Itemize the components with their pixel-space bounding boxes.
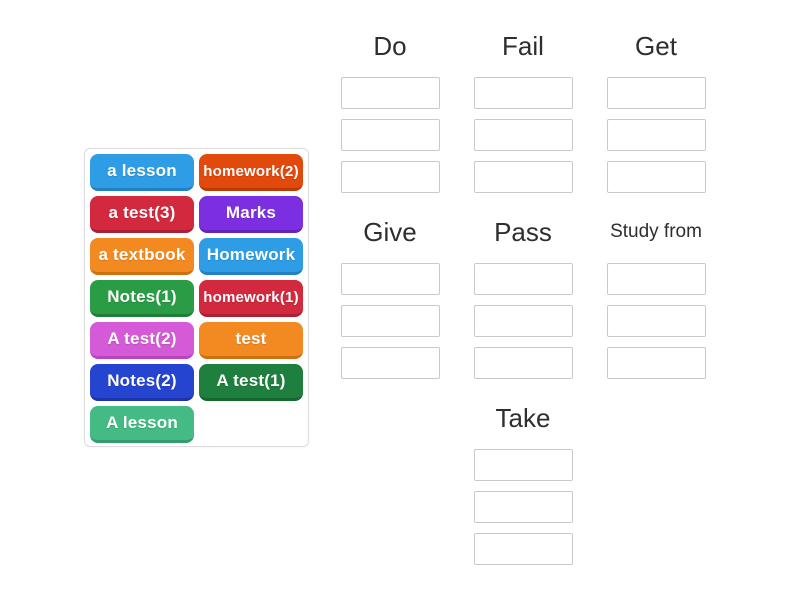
drop-slot[interactable] (340, 263, 440, 295)
tile[interactable]: a lesson (90, 154, 194, 191)
tile[interactable]: a textbook (90, 238, 194, 275)
drop-slot[interactable] (606, 119, 706, 151)
drop-slot[interactable] (473, 263, 573, 295)
drop-slot[interactable] (473, 305, 573, 337)
drop-slot[interactable] (473, 533, 573, 565)
tile[interactable]: Homework (199, 238, 303, 275)
group-header: Pass (494, 217, 552, 247)
tile[interactable]: A test(1) (199, 364, 303, 401)
tile[interactable]: homework(2) (199, 154, 303, 191)
drop-slot[interactable] (606, 347, 706, 379)
drop-slot[interactable] (473, 491, 573, 523)
drop-slot[interactable] (473, 119, 573, 151)
drop-slot[interactable] (606, 77, 706, 109)
group-do: Do (323, 30, 457, 203)
drop-slot[interactable] (473, 161, 573, 193)
tile[interactable]: Notes(2) (90, 364, 194, 401)
group-header: Give (363, 217, 417, 247)
drop-slot[interactable] (473, 449, 573, 481)
tile[interactable]: A lesson (90, 406, 194, 443)
group-header: Take (495, 403, 551, 433)
group-study-from: Study from (589, 216, 723, 389)
group-give: Give (323, 216, 457, 389)
drop-slot[interactable] (340, 161, 440, 193)
drop-slot[interactable] (473, 77, 573, 109)
tile[interactable]: test (199, 322, 303, 359)
group-take: Take (456, 402, 590, 575)
group-pass: Pass (456, 216, 590, 389)
drop-slot[interactable] (340, 77, 440, 109)
group-header: Do (373, 31, 407, 61)
drop-slot[interactable] (606, 305, 706, 337)
group-get: Get (589, 30, 723, 203)
tile[interactable]: Notes(1) (90, 280, 194, 317)
drop-slot[interactable] (340, 119, 440, 151)
drop-slot[interactable] (340, 347, 440, 379)
tile[interactable]: Marks (199, 196, 303, 233)
tile[interactable]: A test(2) (90, 322, 194, 359)
group-header: Get (635, 31, 677, 61)
drop-slot[interactable] (606, 263, 706, 295)
group-header: Fail (502, 31, 544, 61)
drop-slot[interactable] (340, 305, 440, 337)
tile[interactable]: homework(1) (199, 280, 303, 317)
tile[interactable]: a test(3) (90, 196, 194, 233)
drop-slot[interactable] (473, 347, 573, 379)
group-header: Study from (610, 221, 702, 242)
group-fail: Fail (456, 30, 590, 203)
drop-slot[interactable] (606, 161, 706, 193)
